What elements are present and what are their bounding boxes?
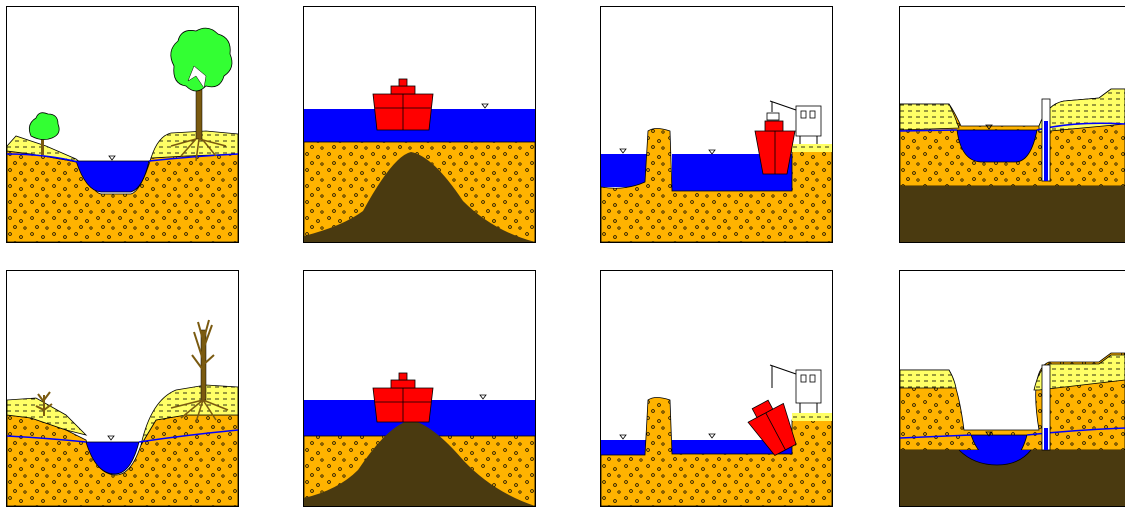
panel-river-trees-before (6, 6, 239, 243)
panel-river-trees-after (6, 270, 239, 507)
panel-ship-over-mound-before (303, 6, 536, 243)
ship-over-mound-after-diagram (303, 270, 536, 507)
pond-well-after-diagram (899, 270, 1125, 507)
river-trees-after-diagram (6, 270, 239, 507)
lock-ship-crane-before-diagram (600, 6, 833, 243)
panel-pond-well-after (899, 270, 1125, 507)
panel-lock-ship-crane-before (600, 6, 833, 243)
pond-well-before-diagram (899, 6, 1125, 243)
panel-pond-well-before (899, 6, 1125, 243)
lock-ship-crane-after-diagram (600, 270, 833, 507)
river-trees-before-diagram (6, 6, 239, 243)
panel-lock-ship-crane-after (600, 270, 833, 507)
panel-ship-over-mound-after (303, 270, 536, 507)
ship-over-mound-before-diagram (303, 6, 536, 243)
